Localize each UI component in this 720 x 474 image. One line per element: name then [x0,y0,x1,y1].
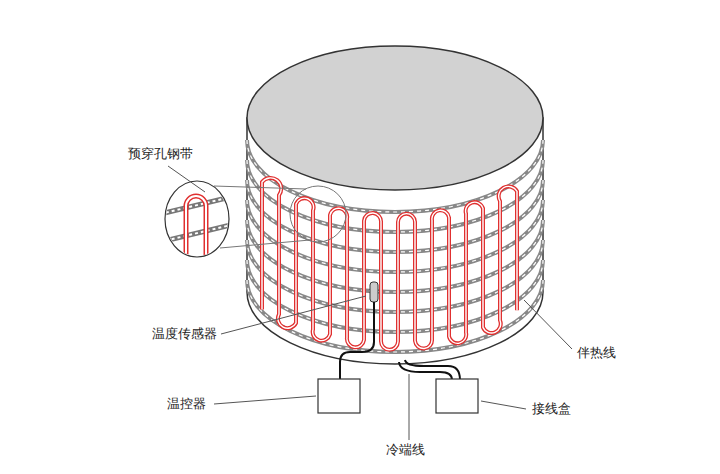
leader-line [168,166,205,192]
sensor-wire [340,302,374,380]
thermostat-label: 温控器 [165,396,208,412]
leader-line [481,401,526,409]
junction-box-label: 接线盒 [530,401,573,417]
cold-lead [405,360,460,380]
heating-cable-core [262,178,517,350]
leader-line [214,396,316,404]
thermostat-box [318,379,360,413]
callout-circle [290,186,346,242]
sensor-label: 温度传感器 [150,326,219,342]
junction-box [436,379,478,413]
inset-detail [160,196,235,260]
detail-inset [165,181,229,257]
cable-label: 伴热线 [575,345,618,361]
leader-line [524,300,572,349]
tank-top [247,46,543,190]
cold-lead [399,362,452,380]
heating-cable-line [262,178,517,350]
heating-cable [262,178,517,350]
temperature-sensor [370,282,378,302]
leader-line [221,296,366,334]
leader-line [409,374,410,440]
zoom-line [214,186,306,189]
zoom-line [220,240,310,248]
cold-lead-label: 冷端线 [384,442,427,458]
band-label: 预穿孔钢带 [126,146,195,162]
